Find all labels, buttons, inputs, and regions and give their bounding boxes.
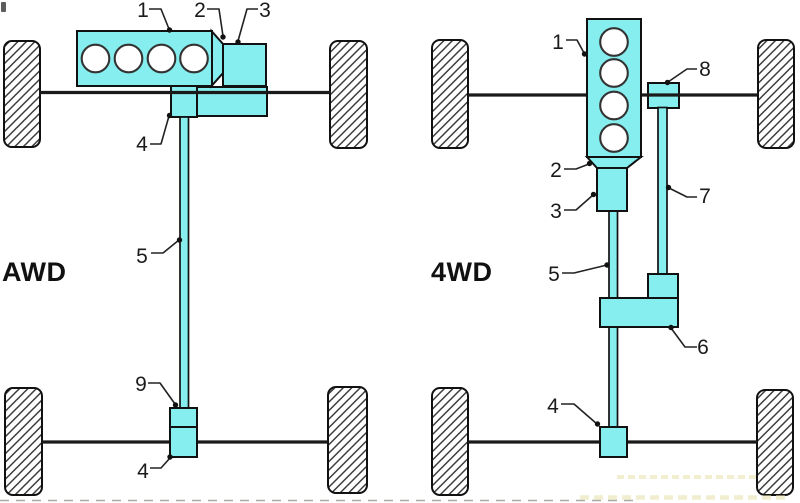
fourwd-rear-left-tire [431,387,469,496]
awd-bellhousing-taper [210,28,224,89]
awd-coupling-box [169,407,198,428]
fourwd-callout-6-dot [668,324,674,331]
awd-callout-5-label: 5 [136,245,148,268]
fourwd-callout-4-label: 4 [547,395,559,418]
awd-title: AWD [2,257,67,287]
awd-callout-3-dot [235,39,241,45]
fourwd-callout-5-label: 5 [548,263,560,286]
fourwd-callout-8-leader [667,68,697,83]
awd-front-final-drive-box [170,85,198,118]
awd-callout-1-dot [166,27,173,33]
fourwd-callout-2-dot [586,160,593,167]
awd-propeller-shaft [179,116,190,409]
fourwd-callout-8-label: 8 [699,58,711,81]
fourwd-transfer-case-top-box [647,273,679,299]
awd-rear-right-tire [327,386,368,494]
fourwd-title: 4WD [431,257,493,287]
awd-callout-4-rear-label: 4 [137,460,149,483]
awd-callout-4-front-dot [166,112,173,119]
fourwd-cylinder-4 [599,123,629,153]
fourwd-callout-3-label: 3 [550,200,562,223]
awd-callout-4-rear-leader [150,457,171,469]
fourwd-callout-2-leader [564,163,590,170]
awd-callout-4-rear-dot [167,454,173,460]
awd-callout-9-leader [148,382,176,405]
awd-front-right-tire [329,40,368,149]
fourwd-bellhousing-taper [584,156,644,169]
awd-callout-5-dot [176,237,183,243]
fourwd-callout-7-label: 7 [699,185,711,208]
awd-callout-2-dot [220,34,226,40]
fourwd-callout-5-dot [604,262,610,268]
fourwd-cylinder-2 [599,58,629,88]
awd-callout-2-leader [207,8,224,37]
fourwd-callout-8-dot [664,79,671,86]
corner-mark [1,2,6,12]
fourwd-callout-5-leader [562,264,608,274]
awd-cylinder-2 [113,43,144,74]
awd-callout-4-front-label: 4 [136,133,148,156]
awd-cylinder-1 [80,43,111,74]
fourwd-cylinder-3 [599,90,629,121]
awd-cylinder-3 [146,43,177,74]
fourwd-callout-6-leader [670,327,697,348]
fourwd-callout-7-leader [668,187,697,198]
fourwd-cylinder-1 [599,27,629,57]
awd-callout-5-leader [151,239,180,254]
fourwd-callout-6-label: 6 [697,336,709,359]
awd-diagram: 1 2 3 4 5 9 4 AWD [2,0,368,496]
fourwd-callout-1-leader [566,39,585,54]
awd-callout-1-leader [149,8,170,30]
awd-callout-4-front-leader [150,115,170,145]
fourwd-front-left-tire [431,39,469,149]
fourwd-front-driveshaft [657,106,668,276]
fourwd-callout-7-dot [665,184,672,191]
fourwd-callout-1-label: 1 [552,31,564,54]
fourwd-diagram: 1 2 3 5 4 6 7 8 4WD [431,18,795,496]
awd-callout-3-leader [237,8,258,42]
awd-rear-final-drive-box [169,426,198,458]
awd-callout-9-dot [172,402,179,408]
awd-front-left-tire [3,40,41,148]
fourwd-callout-2-label: 2 [550,159,562,182]
fourwd-rear-right-tire [756,389,794,496]
fourwd-callout-1-dot [581,51,588,57]
fourwd-callout-3-dot [590,191,597,198]
fourwd-propeller-shaft-lower [608,326,619,428]
fourwd-transfer-case-box [599,297,679,328]
fourwd-rear-final-drive-box [599,426,628,458]
fourwd-callout-4-dot [594,421,601,427]
fourwd-propeller-shaft-upper [608,210,619,299]
fourwd-front-right-tire [757,39,795,149]
awd-cylinder-4 [179,43,209,74]
fourwd-callout-3-leader [564,194,594,211]
awd-callout-1-label: 1 [137,0,149,22]
awd-callout-9-label: 9 [135,373,147,396]
awd-gearbox-box [222,43,267,87]
awd-rear-left-tire [4,387,43,496]
awd-callout-2-label: 2 [194,0,206,22]
awd-callout-3-label: 3 [259,0,271,22]
fourwd-gearbox-box [596,167,628,212]
fourwd-callout-4-leader [561,403,598,425]
